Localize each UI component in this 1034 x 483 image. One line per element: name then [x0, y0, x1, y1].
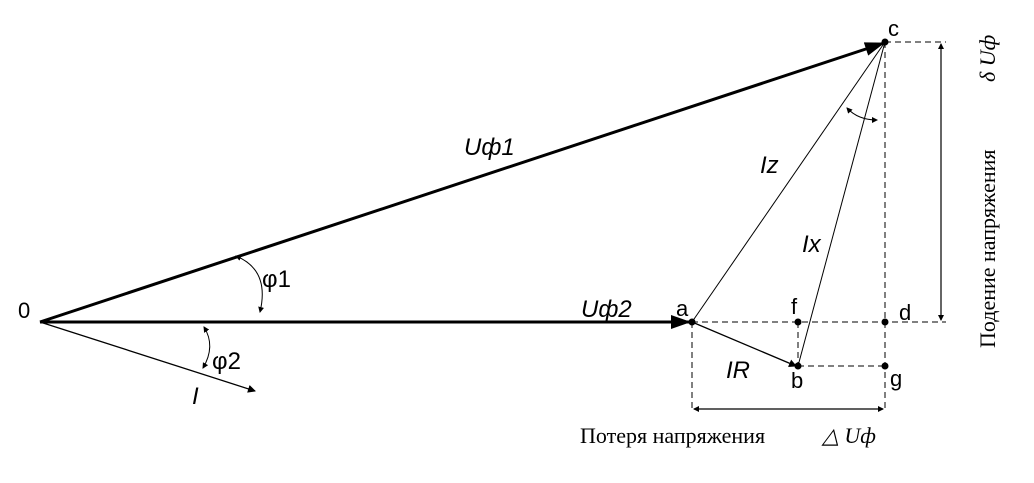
dot-g: [881, 362, 889, 370]
dot-c: [881, 38, 889, 46]
dot-f: [794, 318, 802, 326]
point-labels: 0 a b c d f g: [18, 16, 911, 393]
label-d: d: [899, 300, 911, 325]
caption-loss-symbol: △ Uф: [821, 423, 876, 448]
label-f: f: [791, 294, 798, 319]
label-ir: IR: [726, 357, 750, 384]
label-u2: Uф2: [581, 296, 632, 323]
label-a: a: [676, 296, 689, 321]
label-g: g: [890, 366, 902, 391]
vector-iz: [691, 41, 886, 323]
arc-phi2: [202, 326, 211, 369]
label-phi1: φ1: [262, 266, 291, 293]
vector-ir: [691, 321, 797, 367]
dot-d: [881, 318, 889, 326]
point-dots: [688, 38, 889, 370]
angle-arcs: [202, 107, 878, 369]
label-origin: 0: [18, 298, 30, 323]
dot-b: [794, 362, 802, 370]
label-iz: Iz: [760, 152, 779, 179]
caption-drop-symbol: δ Uф: [975, 34, 1000, 82]
vector-ix: [797, 41, 886, 367]
label-ix: Ix: [802, 231, 822, 258]
dimension-arrows: [693, 43, 944, 412]
label-current: I: [192, 383, 199, 410]
dot-a: [688, 318, 696, 326]
vector-labels: Uф1 Uф2 I Iz Ix IR: [192, 134, 822, 410]
caption-drop: Подение напряжения: [975, 149, 1000, 348]
label-c: c: [888, 16, 899, 41]
vector-u1: [39, 41, 885, 324]
main-vectors: [39, 41, 886, 393]
captions: Потеря напряжения △ Uф Подение напряжени…: [580, 34, 1000, 448]
label-phi2: φ2: [212, 348, 241, 375]
label-b: b: [791, 368, 803, 393]
vector-current: [39, 321, 256, 393]
angle-labels: φ1 φ2: [212, 266, 291, 375]
arc-phi1: [235, 255, 265, 313]
construction-lines: [691, 41, 946, 412]
caption-loss: Потеря напряжения: [580, 423, 765, 448]
arc-iz-ix: [846, 107, 878, 123]
label-u1: Uф1: [464, 134, 515, 161]
